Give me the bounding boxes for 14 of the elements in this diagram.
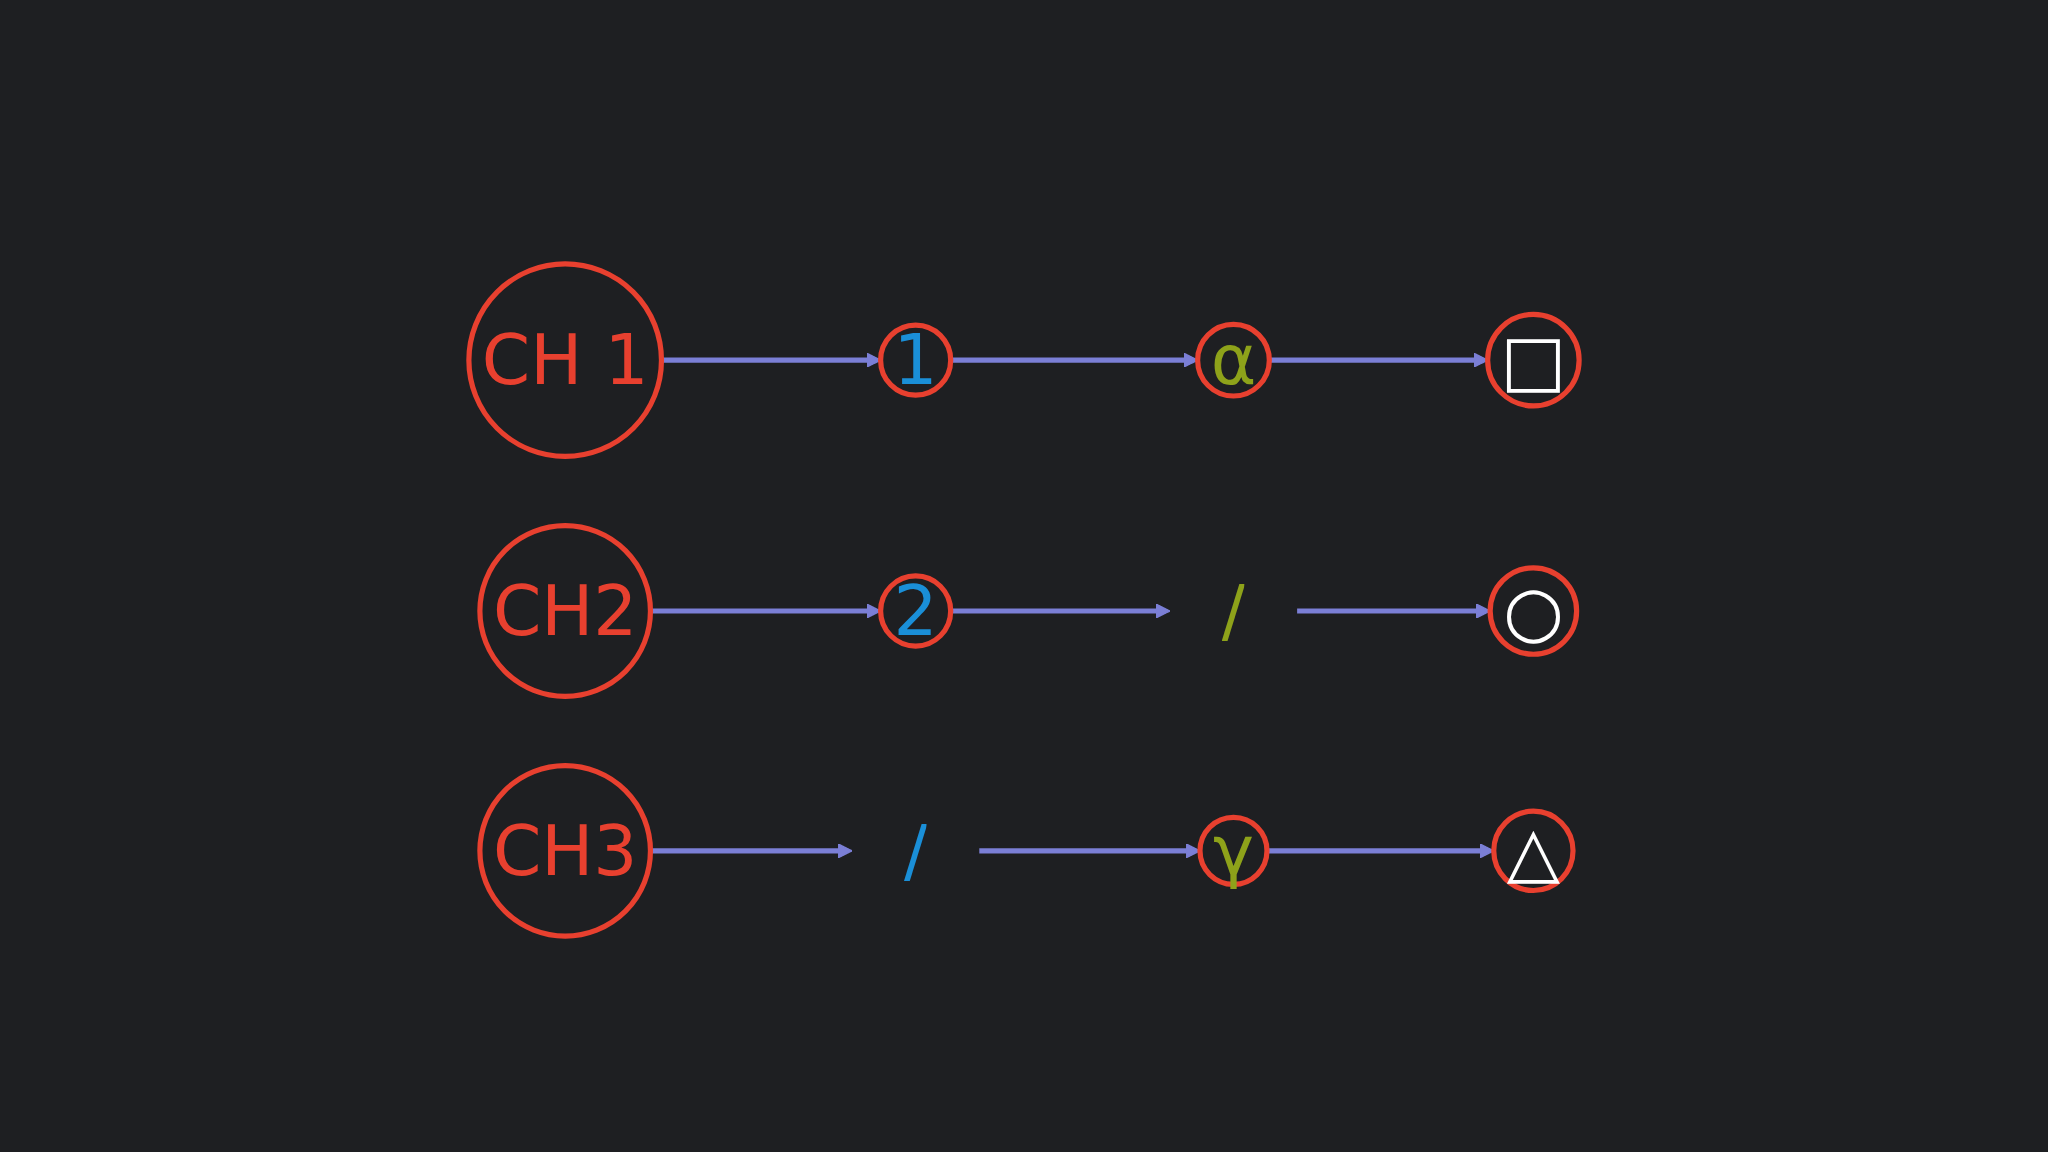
arrow xyxy=(650,843,853,859)
node-circle: 2 xyxy=(878,573,954,649)
node-circle: 1 xyxy=(878,322,954,398)
arrow xyxy=(950,603,1171,619)
node-text: / xyxy=(1221,571,1246,651)
node-circle: △ xyxy=(1491,808,1576,894)
node-circle: □ xyxy=(1485,311,1582,409)
node-circle: CH3 xyxy=(477,762,654,939)
node-circle: ○ xyxy=(1487,565,1580,657)
node-circle: γ xyxy=(1197,814,1270,887)
node-circle: CH 1 xyxy=(466,261,665,460)
node-circle: CH2 xyxy=(477,523,654,699)
node-circle: α xyxy=(1195,321,1272,399)
node-text: / xyxy=(903,811,928,891)
